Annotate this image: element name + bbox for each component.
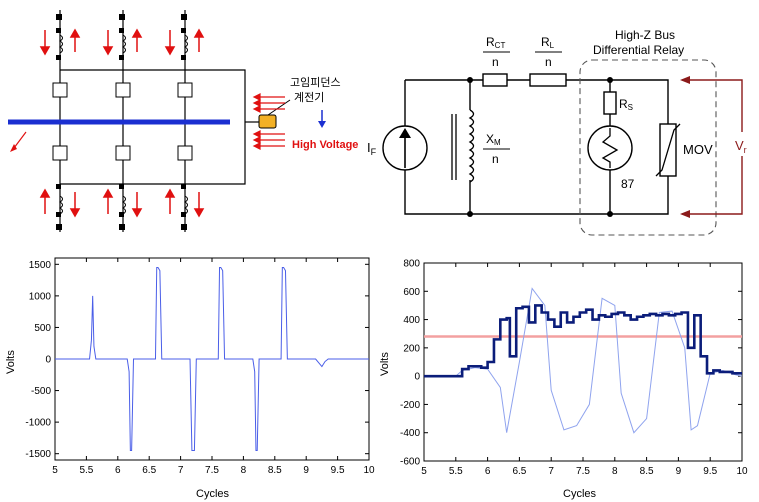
zigzag-icon: [601, 128, 619, 168]
ct-terminals: [56, 28, 186, 217]
current-arrow-icons: [39, 28, 205, 218]
box-title-line2: Differential Relay: [593, 43, 684, 57]
y-tick-label: 800: [403, 259, 420, 270]
high-voltage-label: High Voltage: [292, 139, 358, 151]
y-tick-label: -500: [31, 386, 51, 397]
breaker: [52, 145, 68, 161]
rct-resistor: [482, 73, 508, 87]
x-axis-label: Cycles: [196, 488, 230, 500]
y-tick-label: -1500: [25, 449, 51, 460]
relay-box: [579, 59, 717, 236]
y-tick-label: 200: [403, 343, 420, 354]
x-tick-label: 6.5: [512, 466, 526, 477]
rs-label: RS: [619, 97, 633, 112]
fault-arrow-icon: [10, 131, 27, 152]
x-tick-label: 8: [241, 465, 247, 476]
terminal: [56, 224, 62, 230]
bus-schematic: 고임피던스 계전기 High Voltage: [8, 10, 358, 232]
y-tick-label: 600: [403, 287, 420, 298]
tick-labels: 5 5.5 6 6.5 7 7.5 8 8.5 9 9.5 10 800 600 400 200 0 -200 -…: [400, 259, 748, 478]
breaker: [115, 145, 131, 161]
breaker: [177, 82, 193, 98]
summing-wire: [60, 69, 246, 185]
breaker: [52, 82, 68, 98]
x-tick-label: 7.5: [205, 465, 219, 476]
series-lines: [55, 266, 369, 452]
x-tick-label: 7: [548, 466, 554, 477]
y-tick-label: 1000: [29, 291, 52, 302]
chart-right: 5 5.5 6 6.5 7 7.5 8 8.5 9 9.5 10 800 600 400 200 0 -200 -…: [379, 259, 748, 501]
x-tick-label: 6: [485, 466, 491, 477]
x-tick-label: 9.5: [703, 466, 717, 477]
y-axis-label: Volts: [5, 350, 17, 374]
terminal: [119, 224, 125, 230]
y-tick-label: -1000: [25, 418, 51, 429]
if-label: IF: [367, 140, 377, 157]
x-tick-label: 9: [303, 465, 309, 476]
y-tick-label: -200: [400, 400, 420, 411]
terminal: [181, 14, 187, 20]
x-tick-label: 9: [676, 466, 682, 477]
terminal: [119, 14, 125, 20]
tick-labels: 5 5.5 6 6.5 7 7.5 8 8.5 9 9.5 10 1500 1000 500 0 -500 -1…: [25, 258, 375, 476]
x-tick-label: 10: [736, 466, 748, 477]
ct-coil-icons: [59, 34, 188, 215]
x-tick-label: 5.5: [79, 465, 93, 476]
x-tick-label: 5.5: [449, 466, 463, 477]
y-tick-label: 0: [45, 355, 51, 366]
relay-label-line2: 계전기: [294, 91, 324, 104]
rct-n-label: n: [492, 55, 499, 69]
series-line: [424, 304, 742, 378]
vr-label: Vr: [735, 138, 747, 155]
relay-label-line1: 고임피던스: [290, 76, 341, 89]
y-axis-label: Volts: [379, 352, 391, 376]
box-title-line1: High-Z Bus: [615, 28, 675, 42]
relay-callout: [267, 99, 291, 116]
rl-label: RL: [541, 35, 555, 50]
x-axis-label: Cycles: [563, 488, 597, 500]
relay-number: 87: [621, 177, 635, 191]
chart-left: 5 5.5 6 6.5 7 7.5 8 8.5 9 9.5 10 1500 1000 500 0 -500 -1…: [5, 257, 375, 500]
series-line: [424, 287, 743, 434]
xm-n-label: n: [492, 152, 499, 166]
terminal: [181, 224, 187, 230]
rs-resistor: [603, 91, 617, 115]
x-tick-label: 8.5: [268, 465, 282, 476]
y-tick-label: -400: [400, 428, 420, 439]
rl-n-label: n: [545, 55, 552, 69]
x-tick-label: 8.5: [640, 466, 654, 477]
y-tick-label: 1500: [29, 260, 52, 271]
x-tick-label: 6.5: [142, 465, 156, 476]
x-tick-label: 10: [363, 465, 375, 476]
y-tick-label: 0: [414, 372, 420, 383]
rct-label: RCT: [486, 35, 505, 50]
y-tick-label: -600: [400, 457, 420, 468]
high-impedance-relay: [258, 114, 277, 129]
y-tick-label: 500: [34, 323, 51, 334]
x-tick-label: 8: [612, 466, 618, 477]
series-lines: [424, 287, 743, 434]
x-tick-label: 5: [52, 465, 58, 476]
x-tick-label: 5: [421, 466, 427, 477]
terminal: [56, 14, 62, 20]
plot-frame: [423, 262, 743, 462]
x-tick-label: 6: [115, 465, 121, 476]
xm-label: XM: [486, 132, 501, 147]
x-tick-label: 9.5: [331, 465, 345, 476]
relay-circuit: IF RCT n RL n High-Z Bus Differential Re…: [367, 28, 753, 236]
breaker: [115, 82, 131, 98]
x-tick-label: 7.5: [576, 466, 590, 477]
rl-resistor: [529, 73, 567, 87]
breaker: [177, 145, 193, 161]
series-line: [55, 266, 369, 452]
mov-label: MOV: [683, 142, 713, 157]
voltage-arrow-icons: [252, 93, 285, 150]
x-tick-label: 7: [178, 465, 184, 476]
magnetizing-inductor: [468, 109, 475, 183]
y-tick-label: 400: [403, 315, 420, 326]
